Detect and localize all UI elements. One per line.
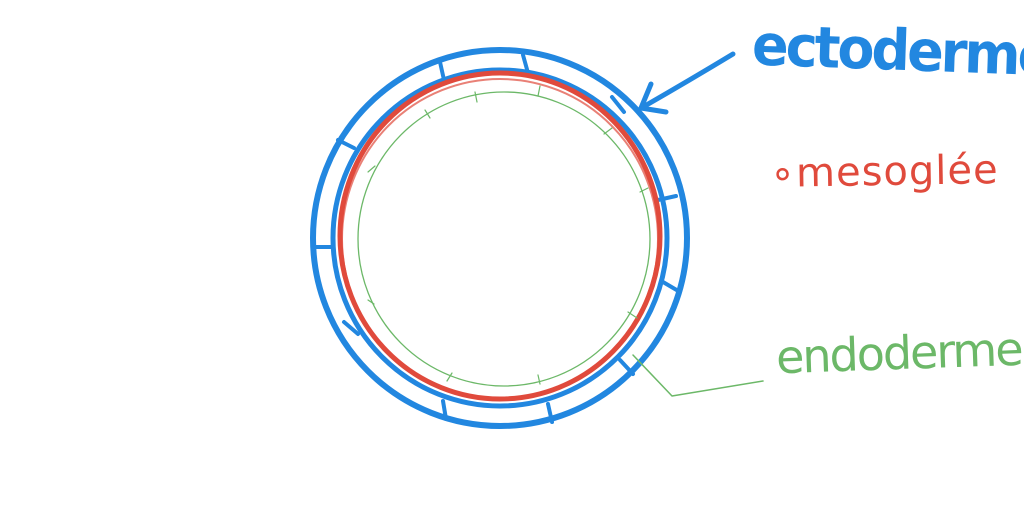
cell-wall <box>656 194 678 202</box>
cell-wall <box>537 374 541 385</box>
arrow-shaft <box>640 51 736 110</box>
endoderm-ring <box>357 91 651 387</box>
cell-wall <box>367 165 376 173</box>
mesoglea-layer <box>337 70 663 402</box>
cell-wall <box>610 95 626 114</box>
endoderm-label: endoderme <box>775 321 1023 385</box>
mesoglea-ring-edge <box>341 78 659 400</box>
cell-wall <box>546 402 554 424</box>
cell-wall <box>424 109 431 119</box>
cell-wall <box>438 60 446 82</box>
ectoderm-inner-ring <box>330 67 670 409</box>
ectoderm-layer <box>310 47 690 429</box>
mesoglea-ring <box>337 70 663 402</box>
cell-wall <box>342 320 360 336</box>
cell-wall <box>618 358 635 376</box>
cell-wall <box>537 85 541 97</box>
arrow-head <box>638 81 669 115</box>
endoderm-cell-walls <box>367 85 649 385</box>
ectoderm-cell-walls <box>313 53 682 424</box>
mesoglea-label: ∘mesoglée <box>769 147 1000 197</box>
endoderm-pointer-line <box>632 354 764 397</box>
cell-wall <box>661 280 682 294</box>
cell-wall <box>446 372 453 382</box>
cell-wall <box>336 138 356 150</box>
cell-wall <box>639 187 649 193</box>
cell-wall <box>441 399 448 421</box>
ectoderm-outer-ring <box>310 47 690 429</box>
endoderm-layer <box>357 85 651 387</box>
cell-wall <box>474 91 478 103</box>
cell-wall <box>627 311 638 319</box>
ectoderm-label: ectoderme <box>751 11 1024 90</box>
cell-wall <box>521 53 530 75</box>
ectoderm-arrow <box>638 51 736 115</box>
cell-wall <box>367 299 375 305</box>
cell-wall <box>603 127 613 135</box>
